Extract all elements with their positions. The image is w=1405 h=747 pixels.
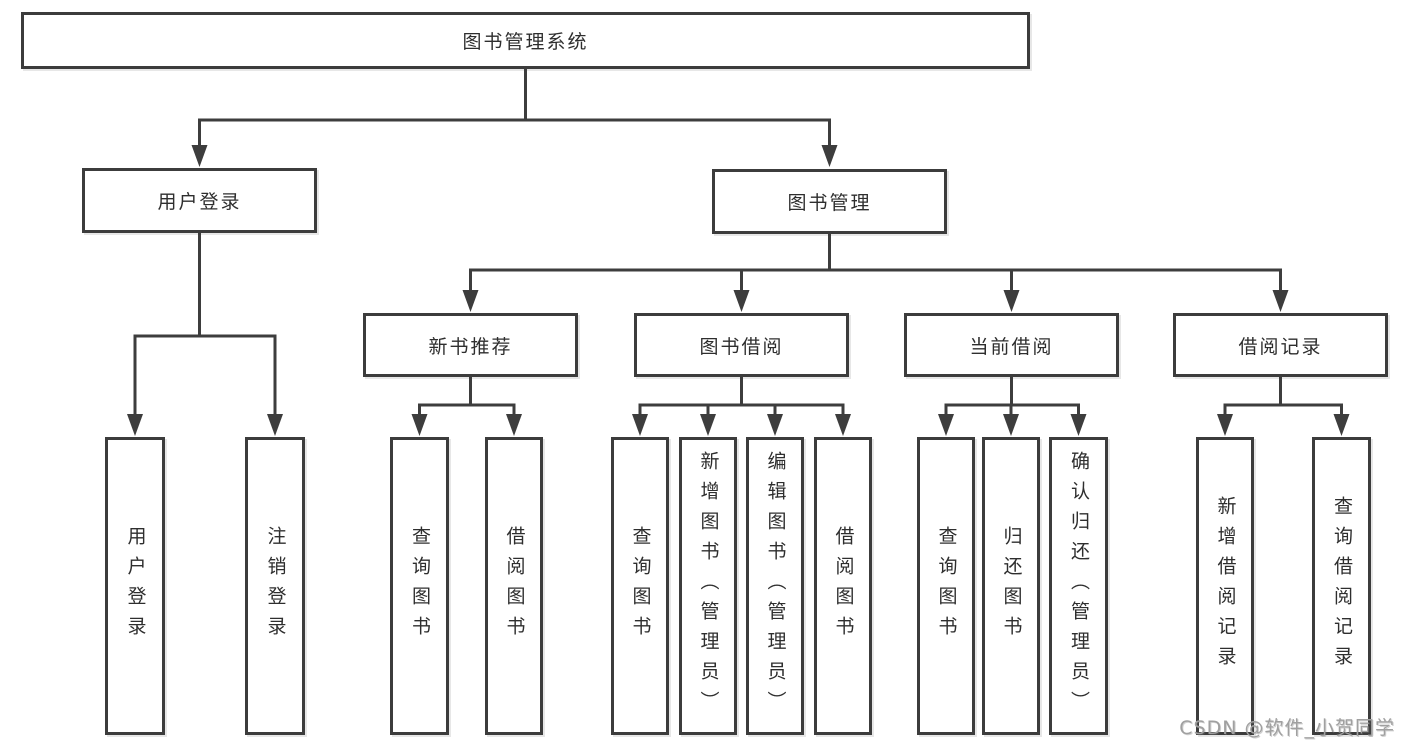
node-library-management-system: 图书管理系统	[21, 12, 1030, 69]
node-book-borrowing: 图书借阅	[634, 313, 849, 377]
leaf-borrow-books-recommend: 借阅图书	[485, 437, 543, 735]
node-label: 图书管理系统	[462, 31, 589, 53]
node-label: 新增图书（管理员）	[697, 451, 720, 721]
leaf-logout: 注销登录	[245, 437, 305, 735]
leaf-query-books-borrowing: 查询图书	[611, 437, 669, 735]
node-user-login: 用户登录	[82, 168, 317, 233]
leaf-user-login: 用户登录	[105, 437, 165, 735]
node-label: 用户登录	[124, 526, 147, 646]
leaf-borrow-books-borrowing: 借阅图书	[814, 437, 872, 735]
node-label: 借阅记录	[1238, 335, 1323, 358]
node-label: 查询图书	[629, 526, 652, 646]
leaf-confirm-return-admin: 确认归还（管理员）	[1049, 437, 1108, 735]
node-label: 归还图书	[1000, 526, 1023, 646]
node-label: 当前借阅	[969, 335, 1054, 358]
node-label: 查询借阅记录	[1331, 496, 1353, 676]
node-label: 借阅图书	[832, 526, 855, 646]
node-label: 借阅图书	[503, 526, 526, 646]
leaf-edit-books-admin: 编辑图书（管理员）	[746, 437, 804, 735]
node-label: 编辑图书（管理员）	[764, 451, 787, 721]
node-label: 查询图书	[409, 526, 431, 646]
node-book-management: 图书管理	[712, 169, 947, 234]
leaf-query-books-current: 查询图书	[917, 437, 975, 735]
node-current-borrowing: 当前借阅	[904, 313, 1119, 377]
node-label: 图书借阅	[699, 335, 784, 358]
node-label: 确认归还（管理员）	[1068, 451, 1090, 721]
node-label: 新增借阅记录	[1214, 496, 1237, 676]
node-borrowing-records: 借阅记录	[1173, 313, 1388, 377]
csdn-watermark: CSDN @软件_小贺同学	[1179, 717, 1395, 739]
node-label: 注销登录	[264, 526, 287, 646]
leaf-return-books: 归还图书	[982, 437, 1040, 735]
node-label: 查询图书	[935, 526, 958, 646]
leaf-add-borrow-record: 新增借阅记录	[1196, 437, 1254, 735]
node-label: 用户登录	[157, 191, 242, 213]
leaf-add-books-admin: 新增图书（管理员）	[679, 437, 737, 735]
leaf-query-borrow-record: 查询借阅记录	[1312, 437, 1371, 735]
leaf-query-books-recommend: 查询图书	[390, 437, 449, 735]
node-label: 图书管理	[787, 192, 872, 214]
node-label: 新书推荐	[428, 335, 513, 358]
node-new-book-recommendation: 新书推荐	[363, 313, 578, 377]
